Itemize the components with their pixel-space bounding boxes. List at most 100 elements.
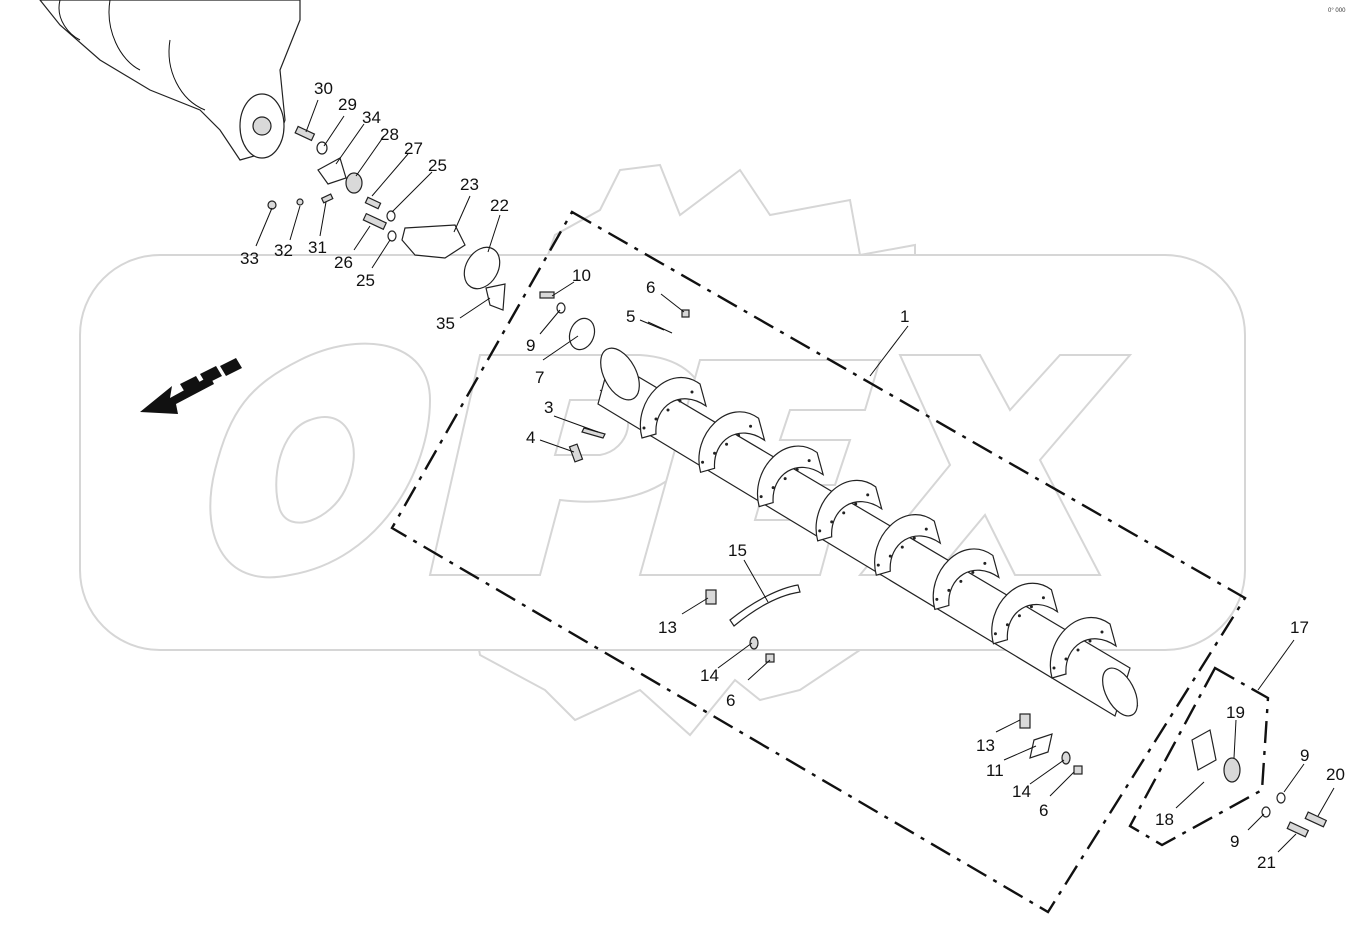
auger-start-plate [600,347,640,401]
washer-32 [296,198,304,206]
washer-9b [1276,792,1286,804]
flight-hole [947,588,951,592]
flight-hole [725,442,729,446]
auger-assembly [597,347,1139,717]
flight-hole [807,459,811,463]
bolt-26 [362,212,388,231]
bolt-13a [705,589,717,605]
pin-5 [647,321,673,334]
callout-25: 25 [356,271,375,290]
callout-18: 18 [1155,810,1174,829]
flight-hole [900,545,904,549]
bolt-21 [1286,821,1310,838]
auger-flight [639,377,708,439]
flight-hole [1088,639,1092,643]
callout-5: 5 [626,307,635,326]
callout-28: 28 [380,125,399,144]
callout-7: 7 [535,368,544,387]
flight-hole [701,460,705,464]
flight-hole [654,417,658,421]
flight-hole [1064,657,1068,661]
plate-11 [1029,733,1053,759]
nut-6c [1073,765,1083,775]
callout-9: 9 [526,336,535,355]
watermark-letter-o [209,342,432,579]
assembly-boundary-1 [390,210,1247,914]
flight-hole [737,433,741,437]
callout-6: 6 [646,278,655,297]
auger-flight [1049,617,1118,679]
bearing-28 [345,172,363,194]
auger-housing-top [39,0,301,161]
callout-1: 1 [900,307,909,326]
flight-hole [666,408,670,412]
flight-hole [830,520,834,524]
callout-9: 9 [1300,746,1309,765]
callout-30: 30 [314,79,333,98]
callout-17: 17 [1290,618,1309,637]
auger-end-plate [1102,667,1138,717]
flight-hole [971,570,975,574]
nut-33 [267,200,277,210]
auger-flight [698,411,766,474]
strip-15 [729,584,801,627]
flight-hole [795,468,799,472]
callout-10: 10 [572,266,591,285]
callout-14: 14 [700,666,719,685]
hub-7 [568,317,596,351]
nut-6b [765,653,775,663]
bolt-20 [1304,811,1328,828]
bolt-10 [539,291,555,299]
flight-hole [642,426,646,430]
direction-arrow-icon [140,358,242,414]
callout-23: 23 [460,175,479,194]
flight-hole [1076,648,1080,652]
callout-15: 15 [728,541,747,560]
callout-11: 11 [986,761,1004,780]
bolt-13b [1019,713,1031,729]
flight-hole [912,536,916,540]
callout-6: 6 [726,691,735,710]
bolt-4 [568,443,584,463]
flight-hole [1029,605,1033,609]
leader-lines [255,99,1335,853]
flight-hole [1100,630,1104,634]
auger-flight [991,582,1059,645]
callout-32: 32 [274,241,293,260]
flight-hole [1017,614,1021,618]
auger-flight [757,445,825,508]
disc-22 [463,246,501,290]
washer-25b [387,230,397,242]
callout-9: 9 [1230,832,1239,851]
callout-20: 20 [1326,765,1345,784]
bolt-31 [320,193,334,204]
callout-33: 33 [240,249,259,268]
callout-4: 4 [526,428,535,447]
callout-labels: 1 3 4 5 6 6 6 7 9 9 9 10 11 13 13 14 14 … [240,8,1346,872]
flight-hole [713,451,717,455]
bearing-housing-34 [317,157,347,185]
auger-flights [639,377,1118,679]
callout-21: 21 [1257,853,1276,872]
top-hardware [267,125,506,311]
callout-14: 14 [1012,782,1031,801]
flight-hole [924,527,928,531]
washer-14b [1061,751,1071,765]
flight-hole [959,579,963,583]
callout-13: 13 [658,618,677,637]
housing-body [39,0,301,161]
flight-hole [749,424,753,428]
bolt-30 [294,125,316,142]
flight-hole [678,399,682,403]
auger-flight [815,479,883,542]
left-hardware [539,291,801,663]
flight-hole [690,390,694,394]
flight-hole [993,632,997,636]
callout-3: 3 [544,398,553,417]
auger-flight [932,548,1000,611]
right-hardware [1019,713,1328,838]
flight-hole [876,563,880,567]
flight-hole [983,561,987,565]
callout-22: 22 [490,196,509,215]
